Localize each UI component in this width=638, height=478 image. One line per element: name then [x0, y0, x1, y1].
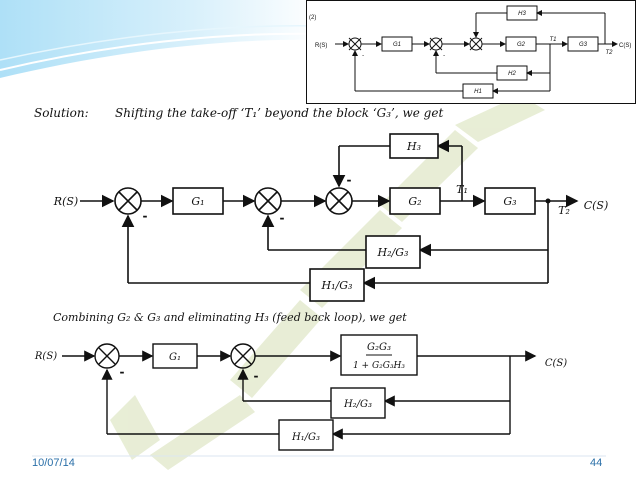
d2-sign-1: -	[120, 365, 125, 379]
combining-text: Combining G₂ & G₃ and eliminating H₃ (fe…	[53, 311, 407, 324]
d1-g2-label: G₂	[408, 195, 421, 208]
inset-h1-label: H1	[474, 89, 482, 95]
slide-page-number: 44	[590, 457, 603, 469]
inset-t1-label: T1	[549, 37, 556, 43]
solution-label: Solution:	[34, 106, 89, 120]
solution-text: Shifting the take-off ‘T₁’ beyond the bl…	[115, 106, 444, 120]
inset-h3-label: H3	[518, 11, 526, 17]
d1-block-g2	[389, 187, 441, 215]
d1-block-h1g3	[309, 268, 365, 302]
d2-sign-2: -	[254, 369, 259, 383]
d1-sign-3: -	[347, 173, 352, 187]
inset-output-label: C(S)	[619, 43, 631, 49]
d1-h1g3-label: H₁/G₃	[321, 279, 353, 292]
d1-input-label: R(S)	[53, 195, 78, 208]
header-swoosh-line	[0, 32, 321, 71]
inset-t2-label: T2	[605, 50, 613, 56]
d2-numerator-label: G₂G₃	[367, 342, 391, 353]
inset-sign-1: -	[362, 53, 364, 59]
d1-t2-label: T₂	[558, 204, 570, 217]
d1-sign-2: -	[280, 211, 285, 225]
inset-g3-label: G3	[579, 42, 588, 48]
d2-block-h2g3	[330, 387, 386, 419]
d2-output-label: C(S)	[545, 358, 567, 369]
d2-h2g3-label: H₂/G₃	[343, 399, 372, 410]
d1-sign-1: -	[143, 209, 148, 223]
d1-h3-label: H₃	[406, 140, 421, 153]
d1-g1-label: G₁	[191, 195, 204, 208]
inset-input-label: R(S)	[315, 43, 327, 49]
d1-block-h3	[389, 133, 439, 159]
d2-block-g1	[152, 343, 198, 369]
problem-diagram: (2) R(S) C(S)	[309, 5, 631, 99]
d2-denominator-label: 1 + G₂G₃H₃	[353, 361, 405, 371]
d1-t1-label: T₁	[456, 183, 468, 196]
d1-g3-label: G₃	[503, 195, 516, 208]
inset-sign-2: -	[443, 53, 445, 59]
inset-g1-label: G1	[393, 42, 401, 48]
inset-g2-label: G2	[517, 42, 526, 48]
header-swoosh-line-2	[0, 25, 321, 61]
slide-date: 10/07/14	[32, 457, 75, 469]
d2-input-label: R(S)	[34, 351, 57, 362]
problem-inset: (2) R(S) C(S)	[306, 0, 636, 104]
d2-block-h1g3	[278, 419, 334, 451]
d1-h2g3-label: H₂/G₃	[377, 246, 409, 259]
d1-block-h2g3	[365, 235, 421, 269]
header-swoosh	[0, 0, 320, 78]
inset-label: (2)	[309, 15, 316, 21]
d2-h1g3-label: H₁/G₃	[291, 432, 320, 443]
d2-g1-label: G₁	[169, 352, 181, 363]
d1-output-label: C(S)	[584, 199, 609, 212]
inset-h2-label: H2	[508, 71, 516, 77]
d1-takeoff-point	[545, 198, 551, 204]
